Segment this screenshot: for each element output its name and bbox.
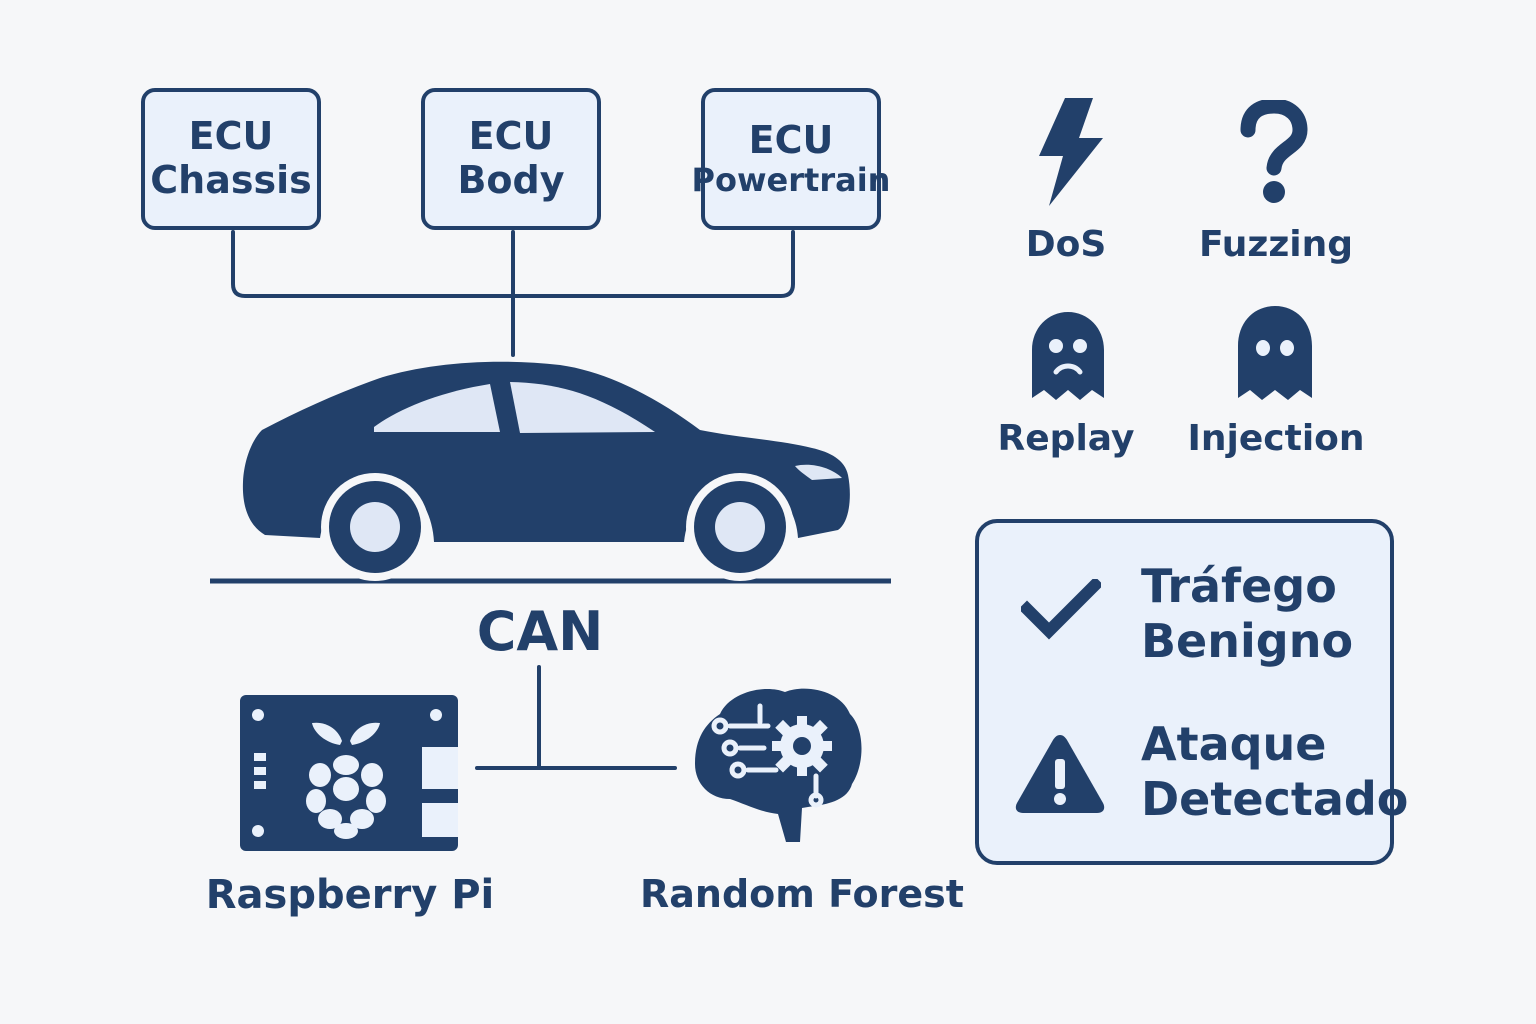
attack-injection-label: Injection xyxy=(1187,418,1365,459)
checkmark-icon xyxy=(1021,579,1101,640)
ecu-powertrain-box: ECU Powertrain xyxy=(692,88,890,230)
question-mark-icon xyxy=(1240,100,1308,203)
ghost-icon xyxy=(1238,306,1312,400)
attack-replay-label: Replay xyxy=(997,418,1135,459)
brain-gear-icon xyxy=(695,688,862,842)
car-icon xyxy=(242,361,850,581)
attack-detected-label: Ataque Detectado xyxy=(1141,717,1408,827)
ecu-body-name: Body xyxy=(457,158,565,202)
attack-fuzzing-label: Fuzzing xyxy=(1198,224,1354,265)
raspberry-pi-icon xyxy=(240,695,458,851)
ecu-body-box: ECU Body xyxy=(421,88,601,230)
ecu-body-title: ECU xyxy=(468,114,554,159)
ecu-powertrain-title: ECU xyxy=(748,117,834,162)
ecu-chassis-box: ECU Chassis xyxy=(141,88,321,230)
random-forest-label: Random Forest xyxy=(640,872,964,916)
attack-line-2: Detectado xyxy=(1141,772,1409,827)
ecu-powertrain-name: Powertrain xyxy=(691,161,891,200)
can-bus-label: CAN xyxy=(476,600,604,663)
lightning-icon xyxy=(1039,98,1103,206)
sad-ghost-icon xyxy=(1032,312,1104,400)
benign-traffic-label: Tráfego Benigno xyxy=(1141,559,1353,669)
raspberry-pi-label: Raspberry Pi xyxy=(205,872,495,918)
benign-line-1: Tráfego xyxy=(1141,559,1337,613)
ecu-chassis-name: Chassis xyxy=(150,158,312,202)
attack-line-1: Ataque xyxy=(1141,717,1327,771)
benign-line-2: Benigno xyxy=(1141,614,1354,669)
classification-result-box: Tráfego Benigno Ataque Detectado xyxy=(975,519,1408,865)
attack-dos-label: DoS xyxy=(1025,224,1107,265)
ecu-chassis-title: ECU xyxy=(188,114,274,159)
warning-icon xyxy=(1015,735,1105,813)
